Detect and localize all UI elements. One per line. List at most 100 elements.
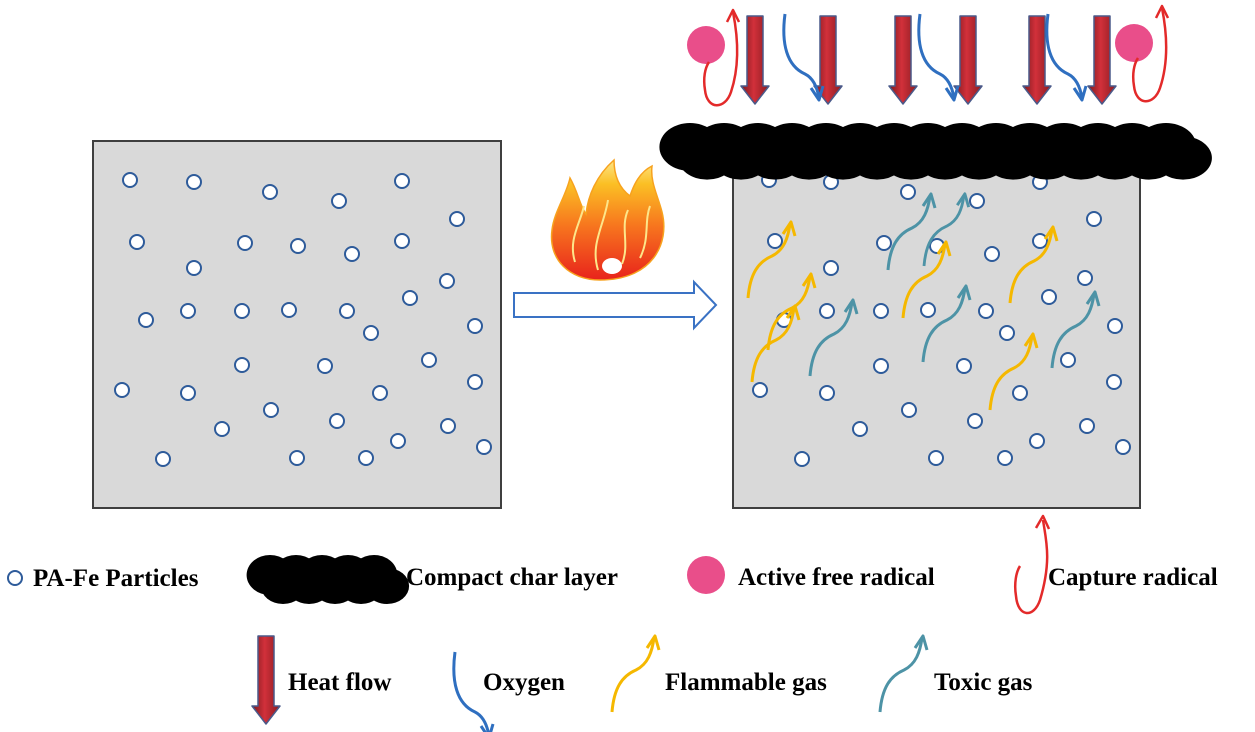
particle-circle-icon <box>402 290 418 306</box>
particle-circle-icon <box>289 450 305 466</box>
particle-circle-icon <box>234 303 250 319</box>
particle-circle-icon <box>467 318 483 334</box>
legend-label-oxygen: Oxygen <box>483 669 565 696</box>
particle-circle-icon <box>138 312 154 328</box>
particle-circle-icon <box>819 385 835 401</box>
particle-circle-icon <box>263 402 279 418</box>
particle-circle-icon <box>394 173 410 189</box>
particle-circle-icon <box>876 235 892 251</box>
particle-circle-icon <box>358 450 374 466</box>
particle-circle-icon <box>155 451 171 467</box>
particle-circle-icon <box>794 451 810 467</box>
particle-circle-icon <box>1032 233 1048 249</box>
particle-circle-icon <box>873 358 889 374</box>
untreated-sample-panel <box>92 140 502 509</box>
process-right-arrow-icon <box>513 279 718 331</box>
particle-circle-icon <box>449 211 465 227</box>
particle-circle-icon <box>969 193 985 209</box>
surface-reaction-group <box>687 4 1170 107</box>
particle-circle-icon <box>317 358 333 374</box>
particle-circle-icon <box>900 184 916 200</box>
heat-down-arrow-icon <box>740 15 770 105</box>
capture-loop-arrow-icon <box>1131 4 1170 103</box>
flammable-gas-arrow-icon <box>610 634 661 714</box>
particle-circle-icon <box>1086 211 1102 227</box>
radical-dot-icon <box>687 26 725 64</box>
particle-circle-icon <box>999 325 1015 341</box>
legend-label-particles: PA-Fe Particles <box>33 565 199 592</box>
particle-circle-icon <box>114 382 130 398</box>
particle-circle-icon <box>1079 418 1095 434</box>
particle-circle-icon <box>440 418 456 434</box>
particle-circle-icon <box>180 303 196 319</box>
particle-circle-icon <box>180 385 196 401</box>
particle-circle-icon <box>186 174 202 190</box>
particle-circle-icon <box>372 385 388 401</box>
char-cloud-icon <box>659 123 1212 180</box>
capture-loop-arrow-icon <box>702 8 741 107</box>
particle-circle-icon <box>920 302 936 318</box>
particle-circle-icon <box>1107 318 1123 334</box>
oxygen-curve-arrow-icon <box>1045 12 1088 102</box>
particle-circle-icon <box>767 233 783 249</box>
particle-circle-icon <box>752 382 768 398</box>
left-particles-group <box>114 172 492 467</box>
legend-label-capture: Capture radical <box>1048 564 1218 591</box>
particle-circle-icon <box>1041 289 1057 305</box>
heat-down-arrow-icon <box>953 15 983 105</box>
oxygen-curve-arrow-icon <box>782 12 825 102</box>
particle-circle-icon <box>129 234 145 250</box>
char-cloud-icon <box>246 555 410 604</box>
particle-circle-icon <box>421 352 437 368</box>
particle-circle-icon <box>329 413 345 429</box>
particle-circle-icon <box>967 413 983 429</box>
particle-circle-icon <box>281 302 297 318</box>
legend-label-flammable: Flammable gas <box>665 669 827 696</box>
right-particles-group <box>752 172 1131 467</box>
particle-circle-icon <box>901 402 917 418</box>
particle-circle-icon <box>363 325 379 341</box>
particle-circle-icon <box>234 357 250 373</box>
particle-circle-icon <box>928 450 944 466</box>
legend-label-radical: Active free radical <box>738 564 935 591</box>
radical-dot-icon <box>687 556 725 594</box>
particle-circle-icon <box>214 421 230 437</box>
particle-circle-icon <box>984 246 1000 262</box>
particle-circle-icon <box>956 358 972 374</box>
heat-down-arrow-icon <box>1087 15 1117 105</box>
particle-circle-icon <box>476 439 492 455</box>
particle-circle-icon <box>1077 270 1093 286</box>
heat-down-arrow-icon <box>251 635 281 725</box>
oxygen-curve-arrow-icon <box>917 12 960 102</box>
particle-circle-icon <box>997 450 1013 466</box>
legend-label-heat: Heat flow <box>288 669 392 696</box>
radical-dot-icon <box>1115 24 1153 62</box>
particle-circle-icon <box>339 303 355 319</box>
particle-circle-icon <box>331 193 347 209</box>
particle-circle-icon <box>819 303 835 319</box>
particle-circle-icon <box>467 374 483 390</box>
particle-circle-icon <box>390 433 406 449</box>
particle-circle-icon <box>237 235 253 251</box>
particle-circle-icon <box>852 421 868 437</box>
fire-icon <box>550 158 665 281</box>
particle-circle-icon <box>186 260 202 276</box>
particle-circle-icon <box>439 273 455 289</box>
particle-circle-icon <box>873 303 889 319</box>
particle-circle-icon <box>122 172 138 188</box>
particle-circle-icon <box>1060 352 1076 368</box>
particle-circle-icon <box>262 184 278 200</box>
particle-circle-icon <box>1115 439 1131 455</box>
particle-circle-icon <box>290 238 306 254</box>
legend-label-toxic: Toxic gas <box>934 669 1033 696</box>
capture-loop-arrow-icon <box>1013 514 1051 615</box>
particle-circle-icon <box>1029 433 1045 449</box>
particle-circle-icon <box>978 303 994 319</box>
particle-circle-icon <box>394 233 410 249</box>
heat-down-arrow-icon <box>888 15 918 105</box>
toxic-gas-arrow-icon <box>878 634 929 714</box>
particle-circle-icon <box>1012 385 1028 401</box>
particle-circle-icon <box>823 260 839 276</box>
